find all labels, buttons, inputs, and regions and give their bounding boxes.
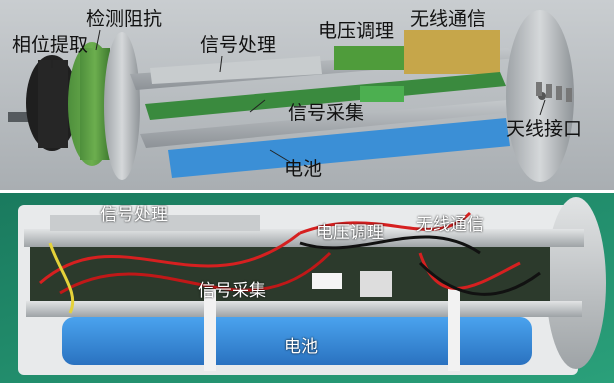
end-cap	[546, 197, 606, 369]
label-voltage-conditioning: 电压调理	[318, 20, 395, 42]
bottom-rail	[26, 301, 582, 317]
signal-processing-board	[150, 56, 322, 84]
voltage-module	[334, 46, 408, 70]
lower-rail	[140, 100, 514, 148]
label-wireless-communication: 无线通信	[410, 8, 487, 30]
battery-block	[168, 118, 510, 178]
left-end-disc	[104, 32, 140, 180]
label-phase-extraction: 相位提取	[12, 34, 89, 56]
label-signal-processing: 信号处理	[200, 34, 277, 56]
acquisition-chip	[360, 86, 404, 102]
shaft	[8, 112, 38, 122]
cad-render-panel: 相位提取 检测阻抗 信号处理 电压调理 无线通信 信号采集 天线接口 电池	[0, 0, 614, 190]
wireless-module	[404, 30, 500, 74]
label-antenna-interface: 天线接口	[506, 118, 583, 140]
pcb-board	[145, 72, 506, 120]
wires	[39, 211, 541, 314]
label-detection-impedance: 检测阻抗	[86, 8, 163, 30]
label-signal-acquisition: 信号采集	[288, 102, 365, 124]
label-battery: 电池	[284, 158, 323, 180]
cable-tie	[448, 289, 460, 371]
label-signal-acquisition: 信号采集	[198, 281, 266, 301]
label-battery: 电池	[284, 337, 318, 357]
cable-tie	[204, 289, 216, 371]
leader-lines	[51, 29, 546, 163]
label-signal-processing: 信号处理	[100, 205, 168, 225]
assembly-photo	[0, 193, 614, 383]
battery-pack	[62, 317, 532, 365]
photo-panel: 信号处理 电压调理 无线通信 信号采集 电池	[0, 193, 614, 383]
label-voltage-conditioning: 电压调理	[316, 223, 384, 243]
cad-render-image	[0, 0, 614, 190]
ethernet-port	[360, 271, 392, 297]
antenna-connectors	[536, 82, 572, 102]
top-rail	[24, 229, 584, 247]
label-wireless-communication: 无线通信	[416, 215, 484, 235]
